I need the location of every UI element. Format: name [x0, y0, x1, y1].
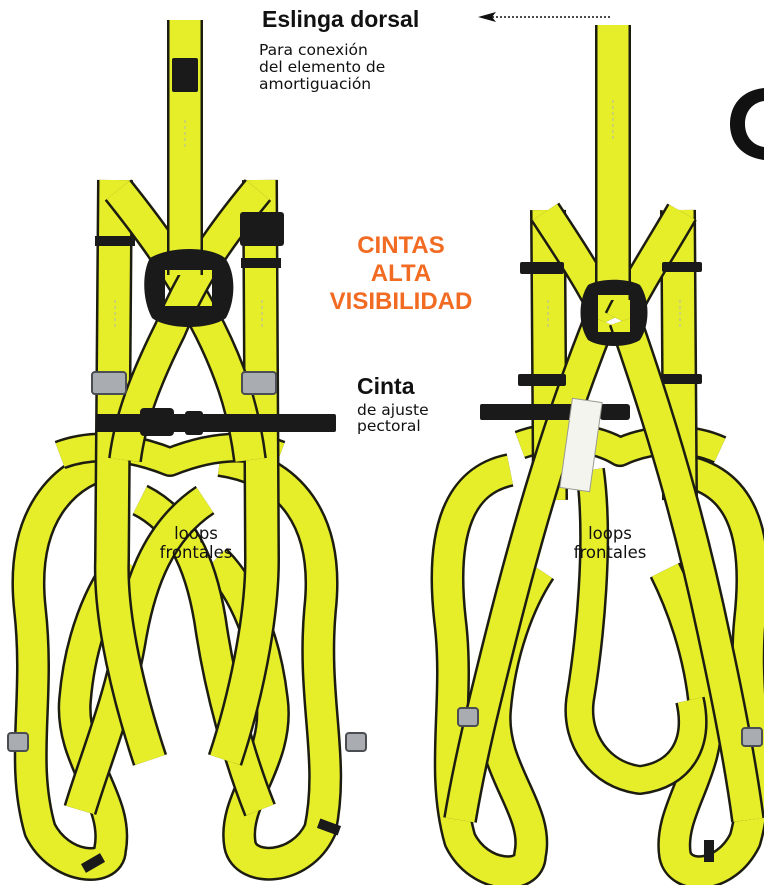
buckle-front-right	[241, 371, 277, 395]
dorsal-plate-back	[580, 279, 648, 346]
hi-vis-label: CINTAS ALTA VISIBILIDAD	[329, 232, 473, 315]
arrow-left-icon	[478, 12, 610, 22]
buckle-front-left	[91, 371, 127, 395]
front-loops-label-left: loops frontales	[159, 524, 233, 562]
dorsal-strap-title: Eslinga dorsal	[262, 6, 420, 32]
dorsal-strap-description: Para conexión del elemento de amortiguac…	[259, 41, 386, 93]
harness-front	[7, 20, 367, 881]
left-leg-loops	[11, 432, 343, 881]
shoulder-pad-front	[240, 212, 284, 246]
front-loops-label-right: loops frontales	[573, 524, 647, 562]
right-shoulder-straps	[443, 25, 764, 823]
harness-back	[430, 25, 764, 885]
chest-plate-front	[144, 249, 234, 327]
chest-strap-front	[96, 414, 336, 432]
chest-strap-title: Cinta	[357, 373, 415, 399]
product-label	[559, 397, 603, 493]
logo-partial-c	[730, 88, 764, 160]
chest-strap-description: de ajuste pectoral	[357, 401, 429, 435]
dorsal-pad-front	[172, 58, 198, 92]
chest-strap-back	[480, 404, 590, 420]
left-shoulder-straps	[93, 20, 280, 766]
